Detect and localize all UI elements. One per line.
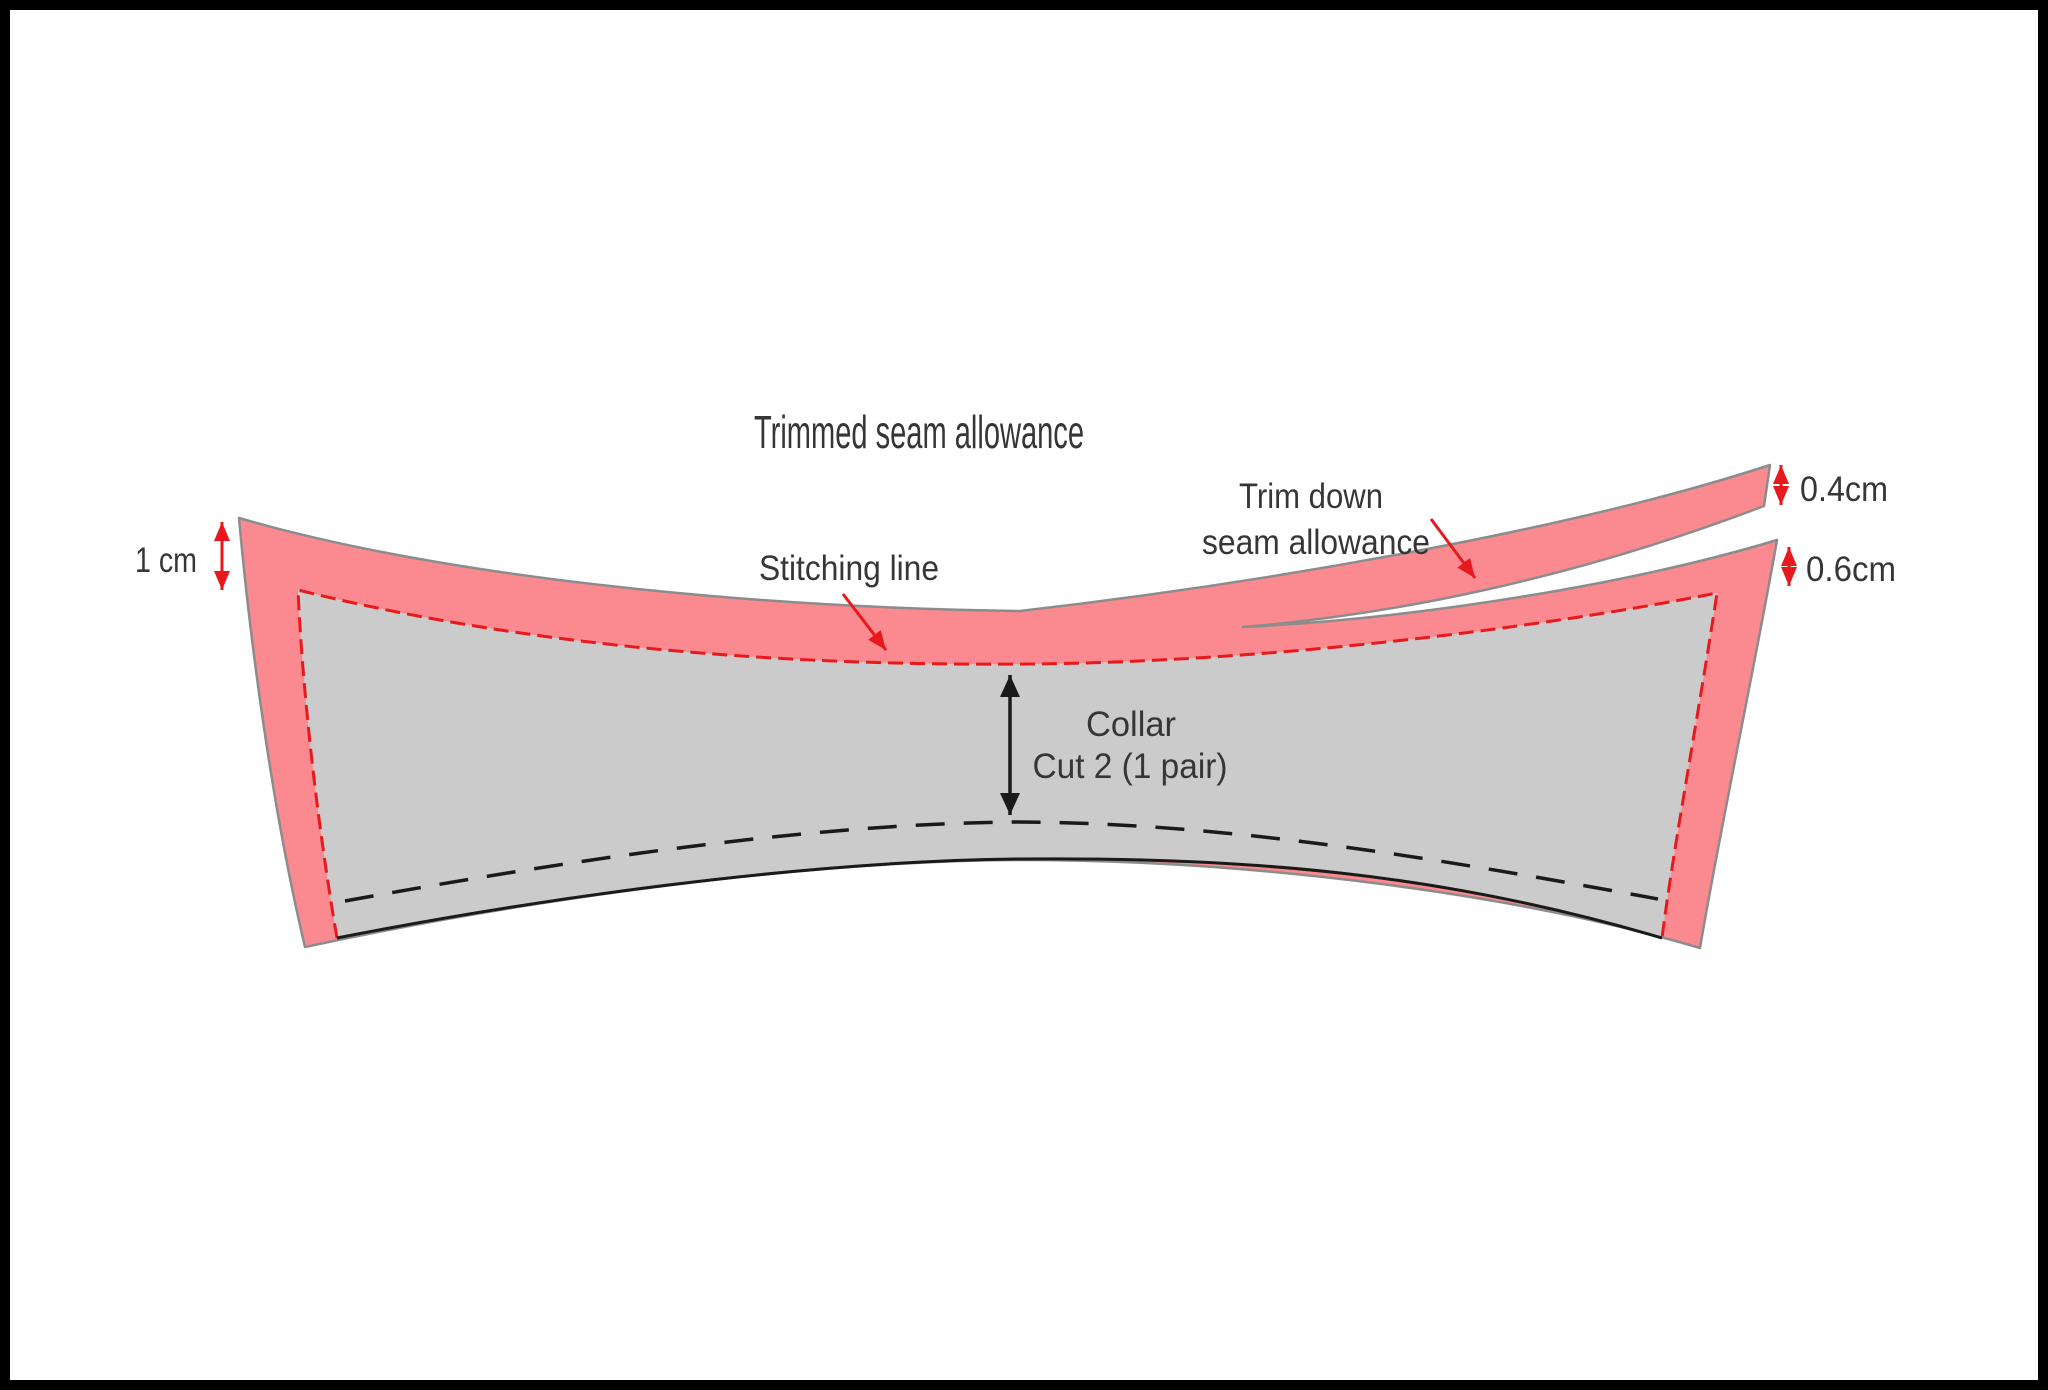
trim-down-label-line1: Trim down bbox=[1239, 477, 1383, 516]
collar-label-line1: Collar bbox=[1086, 705, 1176, 744]
collar-bottom-edge bbox=[336, 857, 1663, 940]
trim-down-label-line2: seam allowance bbox=[1202, 523, 1430, 562]
bottom-fold-dashed-line bbox=[344, 820, 1659, 903]
zero-point-six-cm-label: 0.6cm bbox=[1806, 550, 1896, 589]
one-cm-label: 1 cm bbox=[135, 541, 197, 580]
trim-down-pointer-arrow bbox=[1429, 518, 1477, 579]
zero-point-four-cm-label: 0.4cm bbox=[1800, 470, 1888, 509]
stitching-line-pointer-arrow bbox=[841, 593, 888, 651]
collar-label-line2: Cut 2 (1 pair) bbox=[1033, 747, 1228, 786]
diagram-title: Trimmed seam allowance bbox=[754, 406, 1084, 458]
stitching-line-label: Stitching line bbox=[759, 549, 939, 588]
stitching-line-dashed bbox=[296, 588, 1719, 939]
